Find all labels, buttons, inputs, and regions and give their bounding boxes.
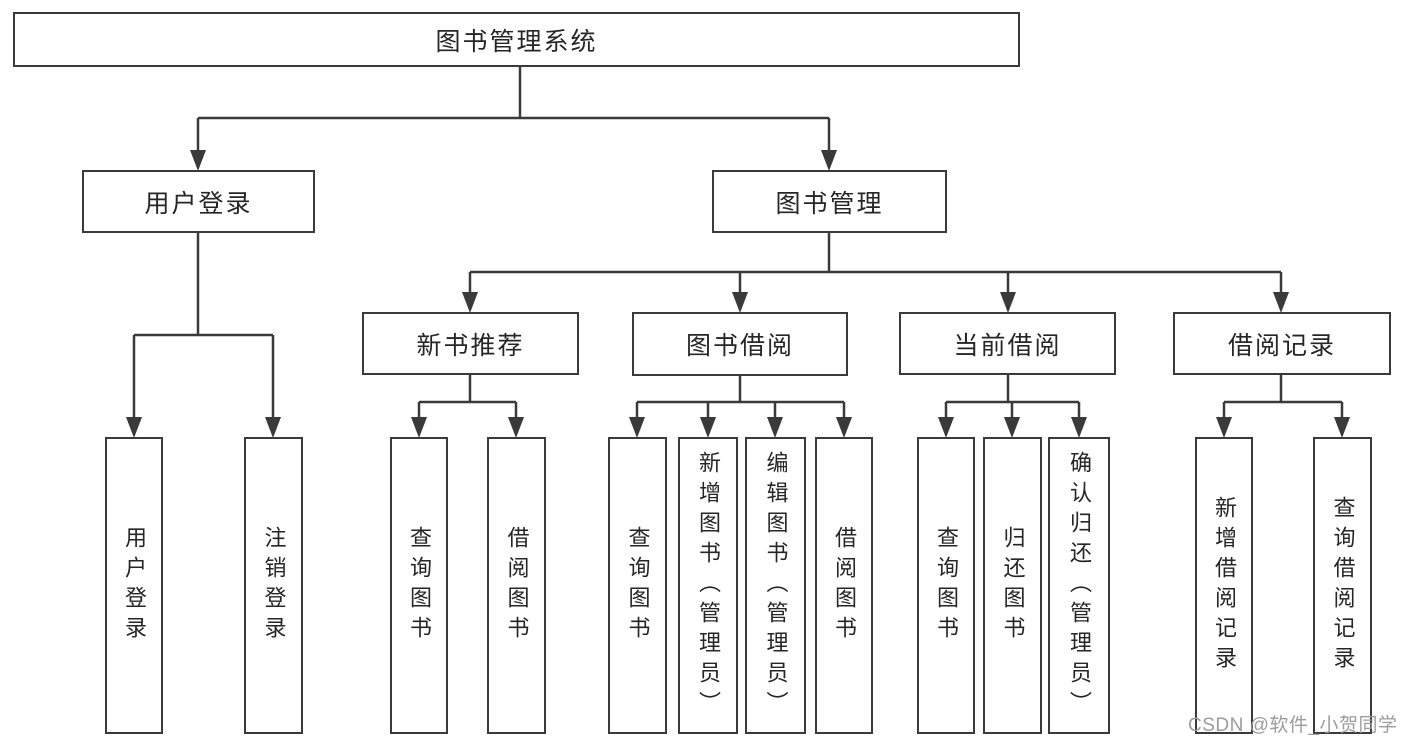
watermark: CSDN @软件_小贺同学	[1188, 715, 1398, 736]
node-leaf-user-login-label: 用户登录	[122, 525, 147, 646]
node-leaf-add-book-admin-label: 新增图书（管理员）	[696, 450, 721, 721]
node-leaf-add-book-admin: 新增图书（管理员）	[678, 437, 738, 734]
node-module-borrow-records-label: 借阅记录	[1227, 331, 1336, 360]
node-leaf-logout: 注销登录	[244, 437, 303, 734]
node-module-borrow-records: 借阅记录	[1173, 312, 1391, 375]
node-leaf-user-login: 用户登录	[105, 437, 163, 734]
node-branch-book-management-label: 图书管理	[775, 189, 884, 218]
node-leaf-query-book-borrow: 查询图书	[608, 437, 667, 734]
node-leaf-query-book-current: 查询图书	[917, 437, 975, 734]
node-leaf-query-borrow-record-label: 查询借阅记录	[1330, 495, 1356, 676]
node-branch-book-management: 图书管理	[712, 170, 947, 233]
node-leaf-edit-book-admin-label: 编辑图书（管理员）	[763, 450, 789, 721]
node-leaf-query-book-current-label: 查询图书	[934, 525, 959, 646]
arrowheads	[126, 150, 1350, 438]
node-module-new-book-recommend-label: 新书推荐	[416, 331, 525, 360]
node-root-label: 图书管理系统	[435, 27, 598, 56]
node-leaf-query-borrow-record: 查询借阅记录	[1313, 437, 1372, 734]
node-root-system: 图书管理系统	[13, 12, 1020, 67]
node-leaf-borrow-book-recommend-label: 借阅图书	[504, 525, 530, 646]
node-leaf-borrow-book: 借阅图书	[815, 437, 873, 734]
node-leaf-borrow-book-label: 借阅图书	[832, 525, 857, 646]
node-leaf-query-book-borrow-label: 查询图书	[625, 525, 651, 646]
node-module-new-book-recommend: 新书推荐	[362, 312, 579, 375]
connector-shafts	[132, 67, 1344, 420]
node-module-book-borrow: 图书借阅	[632, 312, 848, 376]
node-leaf-borrow-book-recommend: 借阅图书	[487, 437, 546, 734]
node-module-current-borrow: 当前借阅	[899, 312, 1116, 375]
node-branch-user-login: 用户登录	[82, 170, 315, 233]
node-leaf-edit-book-admin: 编辑图书（管理员）	[745, 437, 806, 734]
node-branch-user-login-label: 用户登录	[144, 189, 253, 218]
node-leaf-add-borrow-record-label: 新增借阅记录	[1212, 495, 1237, 676]
node-leaf-return-book-label: 归还图书	[1000, 525, 1026, 646]
node-leaf-return-book: 归还图书	[983, 437, 1042, 734]
node-leaf-query-book-recommend-label: 查询图书	[407, 525, 432, 646]
node-leaf-query-book-recommend: 查询图书	[390, 437, 448, 734]
node-module-book-borrow-label: 图书借阅	[685, 332, 794, 360]
node-leaf-logout-label: 注销登录	[261, 525, 287, 646]
node-leaf-add-borrow-record: 新增借阅记录	[1195, 437, 1253, 734]
node-leaf-confirm-return-admin-label: 确认归还（管理员）	[1067, 450, 1092, 721]
node-module-current-borrow-label: 当前借阅	[953, 331, 1062, 360]
node-leaf-confirm-return-admin: 确认归还（管理员）	[1048, 437, 1110, 734]
